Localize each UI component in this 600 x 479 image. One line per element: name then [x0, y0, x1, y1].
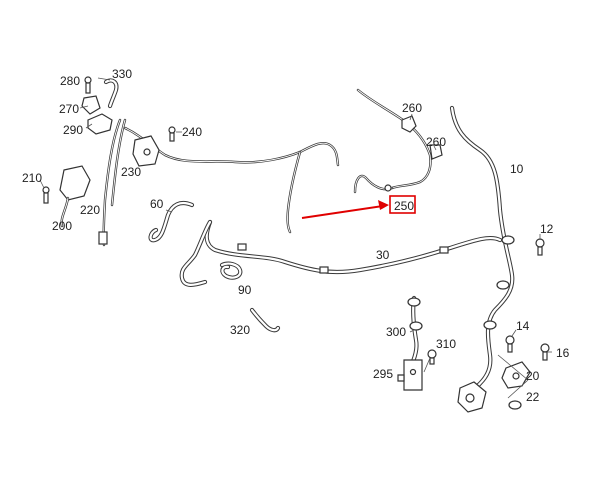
highlight-arrow	[301, 205, 384, 219]
callout-210: 210	[22, 171, 42, 185]
callout-60: 60	[150, 197, 164, 211]
pipe-10[interactable]	[449, 105, 515, 413]
callout-230: 230	[121, 165, 141, 179]
callout-260-upper: 260	[402, 101, 422, 115]
callout-280: 280	[60, 74, 80, 88]
pipe-220[interactable]	[98, 118, 127, 247]
hose-300[interactable]	[407, 295, 423, 371]
callout-250: 250	[394, 199, 414, 213]
bolt-280[interactable]	[84, 76, 92, 94]
callout-330: 330	[112, 67, 132, 81]
callout-295: 295	[373, 367, 393, 381]
callout-14: 14	[516, 319, 530, 333]
callout-270: 270	[59, 102, 79, 116]
bolt-14[interactable]	[505, 335, 515, 353]
pipe-30[interactable]	[179, 219, 503, 287]
hose-60[interactable]	[148, 200, 195, 243]
highlight-box	[389, 195, 416, 214]
callout-310: 310	[436, 337, 456, 351]
bolt-240[interactable]	[168, 126, 176, 142]
highlight-arrow-head	[378, 200, 389, 210]
clip-270[interactable]	[81, 95, 101, 115]
callout-260-lower: 260	[426, 135, 446, 149]
bolt-310[interactable]	[427, 349, 437, 365]
callout-200: 200	[52, 219, 72, 233]
hose-250[interactable]	[353, 88, 432, 194]
hose-330[interactable]	[103, 78, 119, 109]
washer-22[interactable]	[508, 400, 522, 410]
callout-220: 220	[80, 203, 100, 217]
bolt-16[interactable]	[540, 343, 550, 361]
clip-260-upper[interactable]	[401, 115, 417, 133]
bolt-12[interactable]	[535, 238, 545, 256]
clip-260-lower[interactable]	[429, 144, 443, 160]
hose-320[interactable]	[249, 307, 281, 333]
bracket-295[interactable]	[397, 359, 423, 391]
callout-240: 240	[182, 125, 202, 139]
bracket-20[interactable]	[501, 361, 531, 389]
callout-30: 30	[376, 248, 390, 262]
sensor-200[interactable]	[59, 165, 91, 228]
callout-22: 22	[526, 390, 540, 404]
bolt-210[interactable]	[42, 186, 50, 204]
callout-20: 20	[526, 369, 540, 383]
callout-16: 16	[556, 346, 570, 360]
highlight-250[interactable]: 250	[301, 195, 416, 219]
clamp-290[interactable]	[87, 113, 113, 135]
callout-10: 10	[510, 162, 524, 176]
callout-290: 290	[63, 123, 83, 137]
pipe-230[interactable]	[123, 126, 340, 234]
hose-90[interactable]	[219, 261, 243, 280]
callout-300: 300	[386, 325, 406, 339]
callout-90: 90	[238, 283, 252, 297]
callout-12: 12	[540, 222, 554, 236]
callout-320: 320	[230, 323, 250, 337]
